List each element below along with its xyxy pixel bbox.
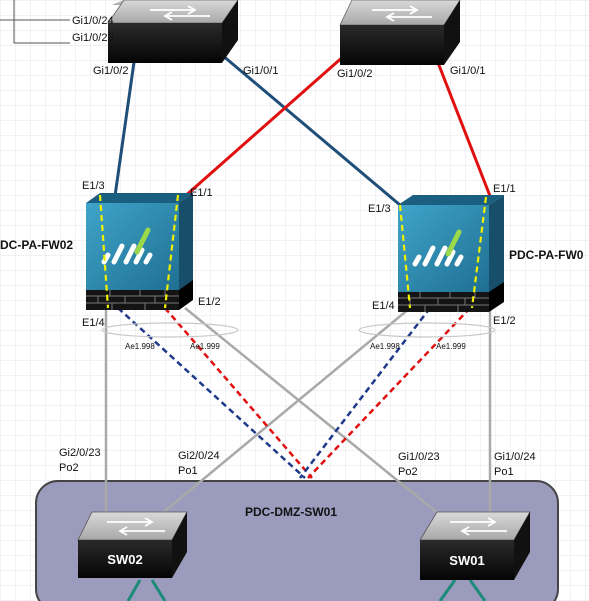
link-core2-fw01 [433, 54, 492, 197]
label-firewall-right-name: PDC-PA-FW0 [509, 248, 584, 262]
core-switch-right[interactable] [339, 0, 461, 65]
link-sw02-down-a [126, 579, 142, 601]
label-dmz-gi1-0-23: Gi1/0/23 [398, 451, 440, 463]
dmz-switch-sw02[interactable]: SW02 [77, 511, 188, 578]
label-dmz-po1-left: Po1 [178, 465, 198, 477]
core-switch-left[interactable] [107, 0, 239, 63]
label-fw02-e1-1: E1/1 [190, 187, 213, 199]
link-fw01-e14-sw02 [159, 307, 411, 516]
dmz-switch-sw01[interactable]: SW01 [419, 511, 531, 580]
label-fw02-e1-2: E1/2 [198, 296, 221, 308]
label-fw02-ae1-999: Ae1.999 [190, 342, 220, 351]
label-right-gi1-0-2: Gi1/0/2 [337, 68, 372, 80]
label-fw01-ae1-999: Ae1.999 [436, 342, 466, 351]
dashed-link-fw02-ae999 [164, 307, 313, 479]
sw01-label: SW01 [449, 553, 484, 568]
firewall-logo-icon [412, 245, 464, 267]
label-left-gi1-0-1: Gi1/0/1 [243, 65, 278, 77]
label-fw02-e1-4: E1/4 [82, 317, 105, 329]
link-sw02-down-b [150, 579, 167, 601]
link-core1-fw01 [221, 53, 401, 207]
firewall-right[interactable] [398, 195, 504, 312]
label-left-gi1-0-2: Gi1/0/2 [93, 65, 128, 77]
label-right-gi1-0-1: Gi1/0/1 [450, 65, 485, 77]
link-sw01-down-b [468, 579, 487, 601]
label-fw02-e1-3: E1/3 [82, 180, 105, 192]
label-dmz-po1-right: Po1 [494, 466, 514, 478]
label-fw01-e1-2: E1/2 [493, 315, 516, 327]
label-dmz-po2-right: Po2 [398, 466, 418, 478]
link-sw01-down-a [438, 579, 457, 601]
label-fw01-e1-4: E1/4 [372, 300, 395, 312]
uplink-bracket-line [13, 0, 70, 44]
aggregate-ellipse-fw02 [101, 322, 239, 338]
aggregate-ellipse-fw01 [358, 322, 496, 338]
label-fw02-ae1-998: Ae1.998 [125, 342, 155, 351]
sw02-label: SW02 [107, 552, 142, 567]
label-left-gi1-0-24: Gi1/0/24 [72, 15, 114, 27]
label-fw01-ae1-998: Ae1.998 [370, 342, 400, 351]
label-left-gi1-0-23: Gi1/0/23 [72, 32, 114, 44]
label-dmz-gi2-0-24: Gi2/0/24 [178, 450, 220, 462]
link-core2-fw02 [174, 53, 346, 207]
label-fw01-e1-1: E1/1 [493, 183, 516, 195]
label-dmz-gi2-0-23: Gi2/0/23 [59, 447, 101, 459]
link-fw02-e12-sw01 [184, 307, 441, 516]
label-firewall-left-name: DC-PA-FW02 [0, 238, 73, 252]
link-core1-fw02 [113, 54, 137, 197]
firewall-logo-icon [101, 243, 153, 265]
firewall-left[interactable] [86, 193, 193, 310]
label-dmz-gi1-0-24: Gi1/0/24 [494, 451, 536, 463]
dashed-link-fw01-ae999 [307, 307, 471, 479]
label-dmz-po2-left: Po2 [59, 462, 79, 474]
label-fw01-e1-3: E1/3 [368, 203, 391, 215]
dmz-title: PDC-DMZ-SW01 [245, 505, 337, 519]
